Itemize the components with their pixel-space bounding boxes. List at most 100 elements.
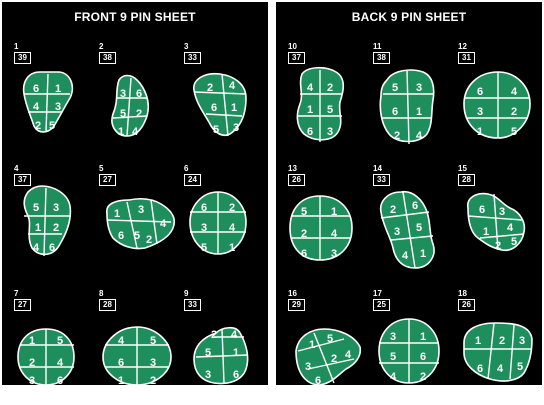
green-diagram: 631425 bbox=[458, 164, 544, 280]
pin-position-label: 4 bbox=[33, 101, 40, 113]
pin-position-label: 4 bbox=[231, 329, 238, 341]
pin-position-label: 3 bbox=[499, 206, 505, 218]
pin-position-label: 3 bbox=[53, 202, 59, 214]
pin-position-label: 2 bbox=[136, 108, 142, 120]
pin-position-label: 6 bbox=[392, 106, 398, 118]
pin-position-label: 3 bbox=[120, 88, 126, 100]
pin-position-label: 6 bbox=[420, 351, 426, 363]
pin-position-label: 2 bbox=[420, 371, 426, 383]
pin-position-label: 5 bbox=[205, 347, 211, 359]
pin-position-label: 4 bbox=[229, 80, 236, 92]
pin-position-label: 5 bbox=[327, 104, 333, 116]
pin-position-label: 4 bbox=[118, 335, 125, 347]
pin-position-label: 4 bbox=[229, 222, 236, 234]
pin-position-label: 1 bbox=[416, 106, 422, 118]
pin-position-label: 1 bbox=[35, 222, 41, 234]
hole-18: 1826123645 bbox=[458, 289, 544, 405]
pin-position-label: 1 bbox=[477, 126, 483, 138]
pin-position-label: 5 bbox=[201, 242, 207, 254]
green-diagram: 246153 bbox=[184, 42, 272, 158]
pin-position-label: 1 bbox=[118, 375, 124, 387]
pin-position-label: 4 bbox=[507, 222, 514, 234]
pin-position-label: 1 bbox=[118, 126, 124, 138]
green-diagram: 4 5 6 3 1 2 bbox=[99, 289, 187, 405]
hole-6: 624623451 bbox=[184, 164, 272, 280]
green-diagram: 2 4 5 1 3 6 bbox=[184, 289, 272, 405]
pin-position-label: 1 bbox=[483, 226, 489, 238]
pin-position-label: 2 bbox=[211, 329, 217, 341]
green-diagram: 315642 bbox=[373, 289, 461, 405]
pin-position-label: 2 bbox=[511, 106, 517, 118]
pin-position-label: 5 bbox=[213, 124, 219, 136]
pin-position-label: 6 bbox=[315, 375, 321, 387]
pin-position-label: 5 bbox=[327, 333, 333, 345]
pin-position-label: 1 bbox=[231, 102, 237, 114]
pin-position-label: 4 bbox=[511, 86, 518, 98]
pin-position-label: 6 bbox=[412, 200, 418, 212]
pin-position-label: 2 bbox=[327, 82, 333, 94]
pin-position-label: 2 bbox=[150, 375, 156, 387]
pin-position-label: 6 bbox=[477, 86, 483, 98]
hole-10: 1037421563 bbox=[288, 42, 376, 158]
green-diagram: 421563 bbox=[288, 42, 376, 158]
pin-position-label: 1 bbox=[233, 347, 239, 359]
hole-15: 1528631425 bbox=[458, 164, 544, 280]
back-nine-panel: BACK 9 PIN SHEET 10374215631138536124123… bbox=[276, 2, 542, 385]
pin-position-label: 6 bbox=[136, 88, 142, 100]
pin-position-label: 3 bbox=[390, 331, 396, 343]
hole-16: 1629153264 bbox=[288, 289, 376, 405]
pin-position-label: 4 bbox=[57, 357, 64, 369]
pin-position-label: 4 bbox=[497, 363, 504, 375]
hole-12: 1231643215 bbox=[458, 42, 544, 158]
pin-position-label: 3 bbox=[55, 101, 61, 113]
pin-position-label: 3 bbox=[205, 369, 211, 381]
pin-position-label: 1 bbox=[420, 331, 426, 343]
hole-1: 139614325 bbox=[14, 42, 102, 158]
green-diagram: 531246 bbox=[14, 164, 102, 280]
pin-position-label: 3 bbox=[150, 357, 156, 369]
pin-position-label: 3 bbox=[394, 226, 400, 238]
hole-8: 828456312 bbox=[99, 289, 187, 405]
pin-position-label: 1 bbox=[229, 242, 235, 254]
pin-position-label: 3 bbox=[138, 204, 144, 216]
pin-position-label: 5 bbox=[416, 222, 422, 234]
pin-position-label: 5 bbox=[150, 335, 156, 347]
pin-position-label: 1 bbox=[475, 335, 481, 347]
pin-position-label: 6 bbox=[118, 230, 124, 242]
pin-position-label: 2 bbox=[495, 240, 501, 252]
pin-position-label: 2 bbox=[499, 335, 505, 347]
pin-position-label: 6 bbox=[118, 357, 124, 369]
pin-position-label: 3 bbox=[519, 335, 525, 347]
pin-position-label: 4 bbox=[345, 349, 352, 361]
pin-position-label: 6 bbox=[211, 102, 217, 114]
pin-position-label: 2 bbox=[53, 222, 59, 234]
green-outline bbox=[24, 186, 70, 254]
pin-position-label: 4 bbox=[160, 218, 167, 230]
pin-position-label: 5 bbox=[390, 351, 396, 363]
pin-position-label: 4 bbox=[331, 228, 338, 240]
pin-position-label: 2 bbox=[229, 202, 235, 214]
pin-position-label: 3 bbox=[233, 122, 239, 134]
pin-position-label: 6 bbox=[49, 242, 55, 254]
hole-5: 527136542 bbox=[99, 164, 187, 280]
pin-position-label: 4 bbox=[132, 126, 139, 138]
pin-position-label: 4 bbox=[33, 242, 40, 254]
pin-position-label: 6 bbox=[233, 369, 239, 381]
pin-position-label: 3 bbox=[327, 126, 333, 138]
pin-position-label: 5 bbox=[49, 120, 55, 132]
pin-position-label: 3 bbox=[29, 375, 35, 387]
pin-position-label: 1 bbox=[29, 335, 35, 347]
pin-position-label: 1 bbox=[309, 339, 315, 351]
green-outline bbox=[290, 196, 352, 260]
pin-position-label: 2 bbox=[146, 234, 152, 246]
pin-position-label: 6 bbox=[479, 204, 485, 216]
